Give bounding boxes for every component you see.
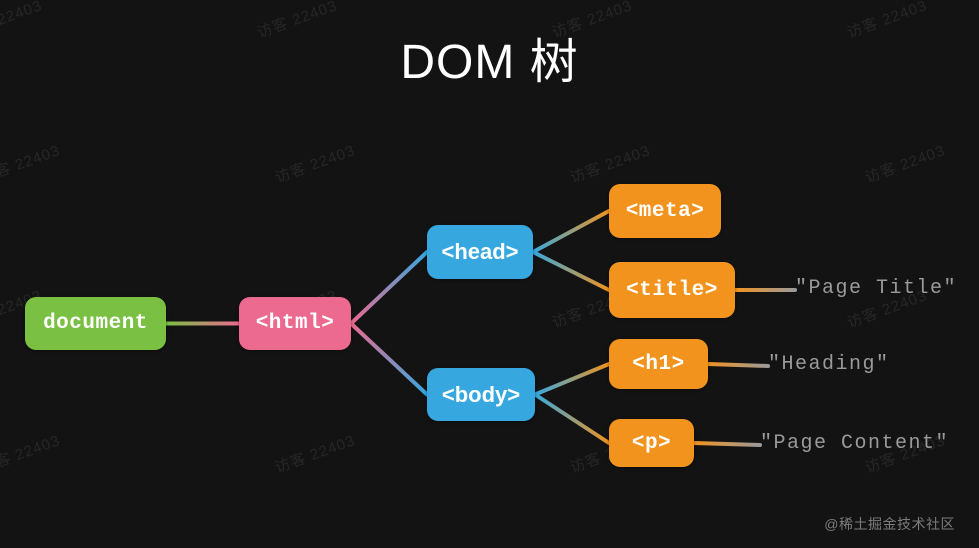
tree-edge-html-body <box>349 321 429 397</box>
tree-node-head[interactable]: <head> <box>427 225 533 279</box>
tree-text-heading-text: "Heading" <box>768 353 890 376</box>
page-title: DOM 树 <box>400 36 579 89</box>
tree-node-meta[interactable]: <meta> <box>609 184 721 238</box>
tree-edge-p-text <box>692 441 762 447</box>
tree-node-body[interactable]: <body> <box>427 368 535 421</box>
tree-edge-body-p <box>533 392 611 445</box>
tree-text-page-title-text: "Page Title" <box>795 277 958 300</box>
attribution-label: @稀土掘金技术社区 <box>824 516 955 532</box>
tree-node-title[interactable]: <title> <box>609 262 735 318</box>
tree-edge-head-meta <box>531 209 611 254</box>
tree-edge-head-title <box>531 250 611 292</box>
tree-edge-body-h1 <box>533 362 611 397</box>
tree-node-html[interactable]: <html> <box>239 297 351 350</box>
tree-node-document[interactable]: document <box>25 297 166 350</box>
tree-node-h1[interactable]: <h1> <box>609 339 708 389</box>
tree-text-page-content-text: "Page Content" <box>760 432 950 455</box>
tree-node-p[interactable]: <p> <box>609 419 694 467</box>
tree-edge-h1-text <box>706 362 770 368</box>
tree-edge-html-head <box>349 250 429 326</box>
